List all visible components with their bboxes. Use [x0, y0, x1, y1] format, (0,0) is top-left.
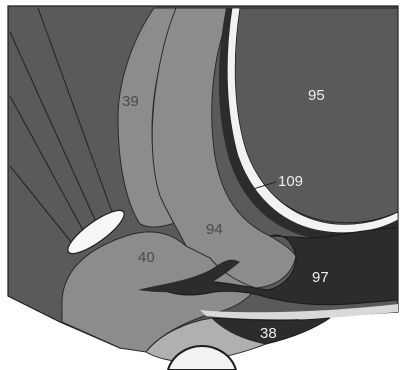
label-40: 40	[138, 249, 155, 266]
label-109: 109	[278, 173, 303, 190]
label-95: 95	[308, 87, 325, 104]
label-38: 38	[260, 325, 277, 342]
label-94: 94	[206, 221, 223, 238]
label-39: 39	[122, 93, 139, 110]
label-97: 97	[312, 269, 329, 286]
